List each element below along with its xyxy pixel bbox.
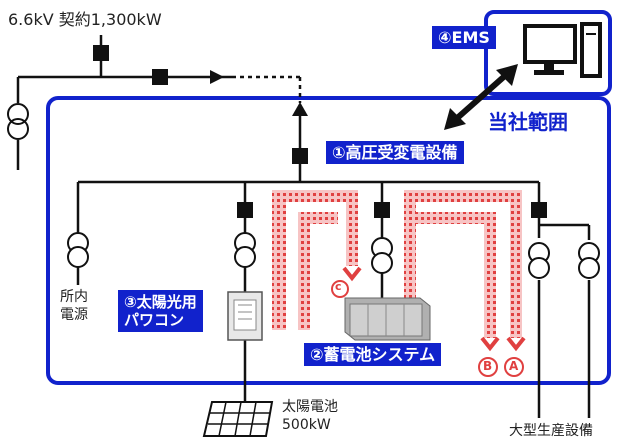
aux-power-label: 所内 電源: [60, 288, 88, 324]
company-scope-label: 当社範囲: [488, 110, 568, 134]
marker-b-badge: [478, 357, 498, 377]
breaker: [374, 202, 390, 218]
bidirectional-arrow-icon: [444, 64, 518, 130]
aux-power-line2: 電源: [60, 307, 88, 324]
battery-container-icon: [344, 297, 431, 341]
solar-pcs-label-line1: ③太陽光用: [124, 293, 197, 311]
marker-b: B: [483, 359, 493, 373]
power-flow-paths: [272, 190, 522, 338]
battery-label: ②蓄電池システム: [304, 343, 442, 367]
flow-arrow-icon: [342, 266, 526, 352]
transformer-icon: [67, 232, 89, 268]
breaker: [237, 202, 253, 218]
computer-icon: [523, 22, 602, 78]
marker-c: c: [335, 280, 342, 293]
substation-label: ①高圧受変電設備: [326, 141, 464, 165]
arrow-right-icon: [210, 70, 224, 84]
breaker: [152, 69, 168, 85]
breaker: [292, 148, 308, 164]
large-equipment-label: 大型生産設備: [509, 423, 593, 439]
solar-panel-icon: [202, 401, 274, 437]
arrow-up-icon: [292, 102, 308, 116]
contract-label: 6.6kV 契約1,300kW: [8, 10, 162, 29]
ems-label: ④EMS: [432, 26, 496, 50]
solar-pcs-label: ③太陽光用 パワコン: [118, 290, 203, 332]
marker-a-badge: [504, 357, 524, 377]
transformer-icon: [234, 232, 256, 268]
solar-panel-line2: 500kW: [282, 417, 331, 434]
breaker: [531, 202, 547, 218]
aux-power-line1: 所内: [60, 289, 88, 305]
solar-panel-label: 太陽電池 500kW: [282, 398, 338, 434]
incoming-line: [16, 35, 302, 182]
breaker: [93, 45, 109, 61]
solar-pcs-label-line2: パワコン: [124, 311, 185, 329]
transformer-icon: [371, 237, 393, 274]
marker-c-badge: [331, 280, 349, 298]
solar-panel-line1: 太陽電池: [282, 399, 338, 415]
outer-transformer-icon: [7, 103, 29, 140]
company-scope-boundary: [46, 96, 611, 385]
transformer-icon: [528, 242, 550, 279]
marker-a: A: [509, 359, 519, 373]
transformer-icon: [578, 242, 600, 279]
solar-pcs-cabinet-icon: [227, 291, 263, 341]
